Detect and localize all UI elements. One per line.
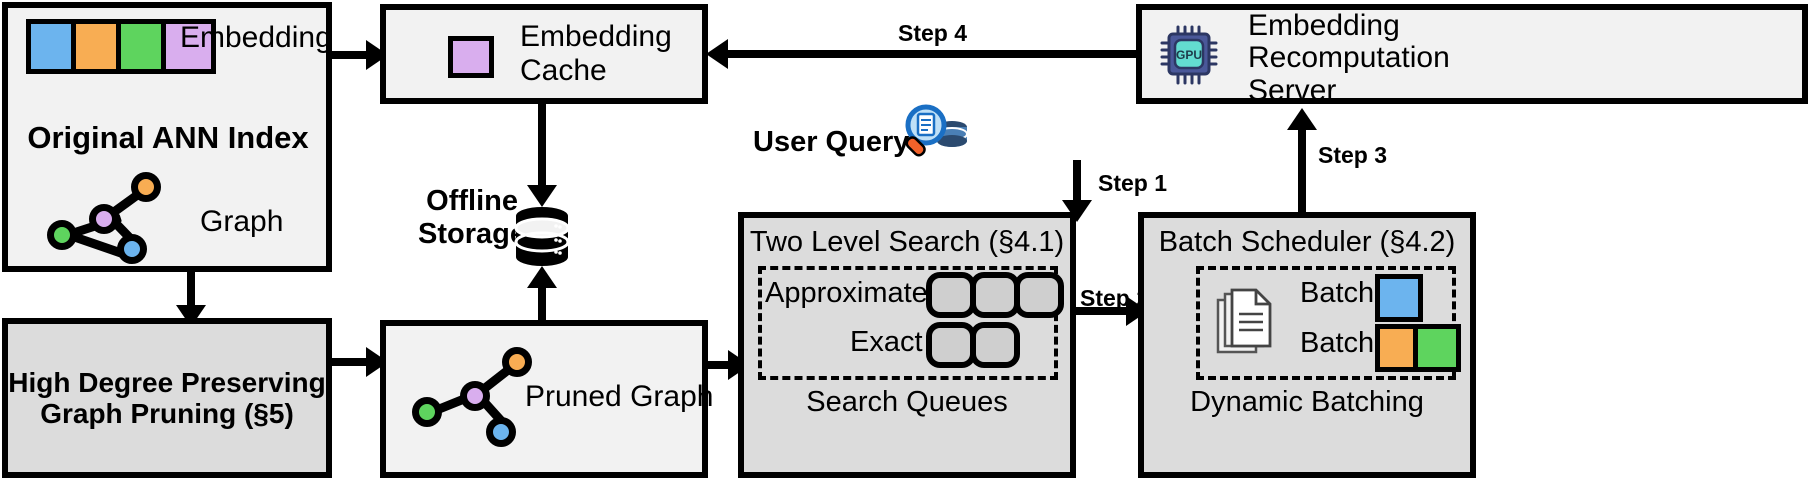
queue-cell[interactable] xyxy=(970,322,1020,368)
arrow-index-to-pruning-line xyxy=(187,272,195,310)
search-queues-region xyxy=(758,266,1058,380)
queue-cell[interactable] xyxy=(970,272,1020,318)
arrow-cache-to-storage-head xyxy=(527,185,557,207)
queue-cell[interactable] xyxy=(1014,272,1064,318)
original-index-graph xyxy=(45,172,175,264)
approximate-queue-row xyxy=(926,272,1064,318)
arrow-pruned-to-storage-head xyxy=(527,266,557,288)
arrow-step1-line xyxy=(1073,160,1081,206)
two-level-search-title: Two Level Search (§4.1) xyxy=(749,226,1065,258)
documents-icon xyxy=(1216,288,1272,354)
database-icon xyxy=(514,207,570,266)
batch-item-blue xyxy=(1380,279,1418,317)
offline-storage-label: Offline Storage xyxy=(418,185,526,251)
arrow-step3-line xyxy=(1298,128,1306,212)
queue-cell[interactable] xyxy=(926,322,976,368)
pruned-node-blue xyxy=(486,417,516,447)
pruned-graph-figure xyxy=(410,345,540,447)
arrow-index-to-cache-line xyxy=(332,51,370,59)
arrow-pruned-to-search-line xyxy=(708,361,736,369)
exact-queue-row xyxy=(926,322,1020,368)
embedding-cache-chip xyxy=(448,36,494,78)
arrow-step3-head xyxy=(1287,108,1317,130)
dynamic-batching-footer: Dynamic Batching xyxy=(1190,386,1424,418)
arrow-pruned-to-storage-line xyxy=(538,286,546,320)
embedding-strip xyxy=(26,19,216,74)
node-embedding-cache[interactable] xyxy=(380,4,708,104)
embedding-cache-label: Embedding Cache xyxy=(520,20,672,88)
search-queues-footer: Search Queues xyxy=(806,386,1008,418)
arrow-cache-to-storage-line xyxy=(538,104,546,190)
original-ann-index-title: Original ANN Index xyxy=(27,120,309,155)
graph-node-orange xyxy=(131,172,161,202)
pruned-graph-label: Pruned Graph xyxy=(525,380,714,413)
pruned-node-green xyxy=(412,397,442,427)
queue-cell[interactable] xyxy=(926,272,976,318)
embedding-label: Embedding xyxy=(180,21,332,54)
exact-row-label: Exact xyxy=(850,326,923,358)
step-1-label: Step 1 xyxy=(1098,170,1168,196)
batch-item-green xyxy=(1418,329,1456,367)
recomputation-server-label: Embedding Recomputation Server xyxy=(1248,9,1450,107)
batch-2-items xyxy=(1375,324,1461,372)
embedding-cell-orange xyxy=(76,24,121,69)
batch-item-orange xyxy=(1380,329,1418,367)
node-graph-pruning[interactable]: High Degree Preserving Graph Pruning (§5… xyxy=(2,318,332,478)
pruned-node-purple xyxy=(460,381,490,411)
gpu-chip-icon: GPU xyxy=(1160,25,1218,85)
embedding-cell-blue xyxy=(31,24,76,69)
embedding-cell-purple xyxy=(166,24,211,69)
arrow-step4-line xyxy=(712,50,1138,58)
batch-scheduler-title: Batch Scheduler (§4.2) xyxy=(1158,226,1456,258)
dynamic-batching-region xyxy=(1196,266,1456,380)
arrow-step4-head xyxy=(706,39,728,69)
graph-node-green xyxy=(47,220,77,250)
graph-node-blue xyxy=(117,234,147,264)
arrow-pruning-to-pruned-line xyxy=(332,358,370,366)
query-search-icon xyxy=(905,104,968,157)
graph-pruning-label: High Degree Preserving Graph Pruning (§5… xyxy=(8,366,326,429)
embedding-cell-green xyxy=(121,24,166,69)
step-3-label: Step 3 xyxy=(1318,142,1388,168)
graph-node-purple xyxy=(89,204,119,234)
arrow-step2-line xyxy=(1076,307,1132,315)
batch-1-items xyxy=(1375,274,1423,322)
approximate-row-label: Approximate xyxy=(765,277,928,309)
step-4-label: Step 4 xyxy=(898,20,968,46)
pruned-node-orange xyxy=(502,347,532,377)
graph-label: Graph xyxy=(200,205,284,238)
user-query-label: User Query xyxy=(753,126,910,158)
node-recomputation-server[interactable] xyxy=(1136,4,1808,104)
gpu-chip-text: GPU xyxy=(1176,48,1202,62)
